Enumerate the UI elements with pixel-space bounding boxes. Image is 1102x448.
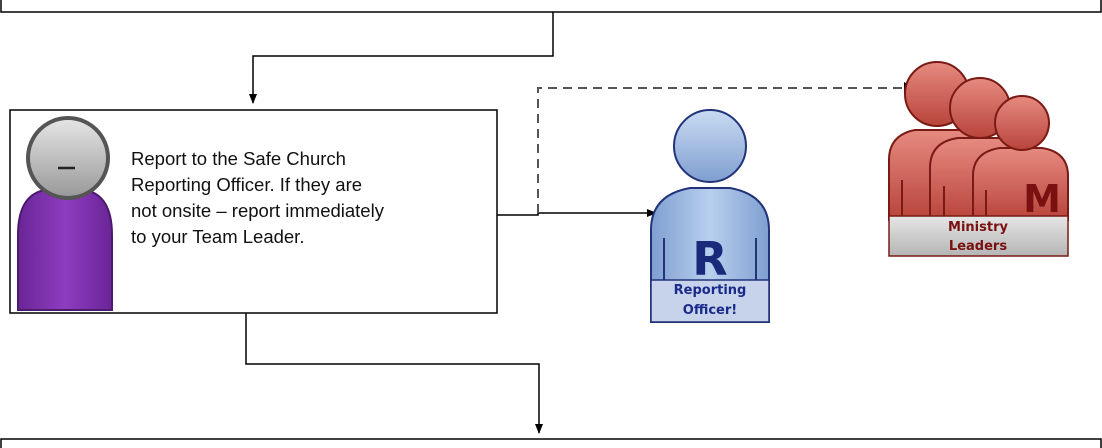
dashed-connector-to-ministry [537,87,907,213]
step-text-line: Report to the Safe Church [131,148,346,169]
ministry-label-line2: Leaders [949,239,1007,254]
ministry-label-line1: Ministry [948,220,1008,235]
group-icon [888,61,1069,257]
officer-label-line1: Reporting [674,283,747,298]
step-text-line: Reporting Officer. If they are [131,174,363,195]
connector-step-to-next [245,313,543,434]
connector-step-to-officer [497,209,657,217]
previous-step-box [0,0,1102,13]
next-step-box [0,438,1102,448]
step-text-line: to your Team Leader. [131,226,305,247]
person-icon [17,116,113,311]
connector-top-to-step [249,12,554,104]
ministry-letter: M [1023,177,1061,221]
step-text-line: not onsite – report immediately [131,200,384,221]
officer-label-line2: Officer! [683,303,737,318]
step-instructions: Report to the Safe Church Reporting Offi… [131,146,501,250]
officer-letter: R [692,232,727,286]
reporting-officer-icon [650,109,770,323]
